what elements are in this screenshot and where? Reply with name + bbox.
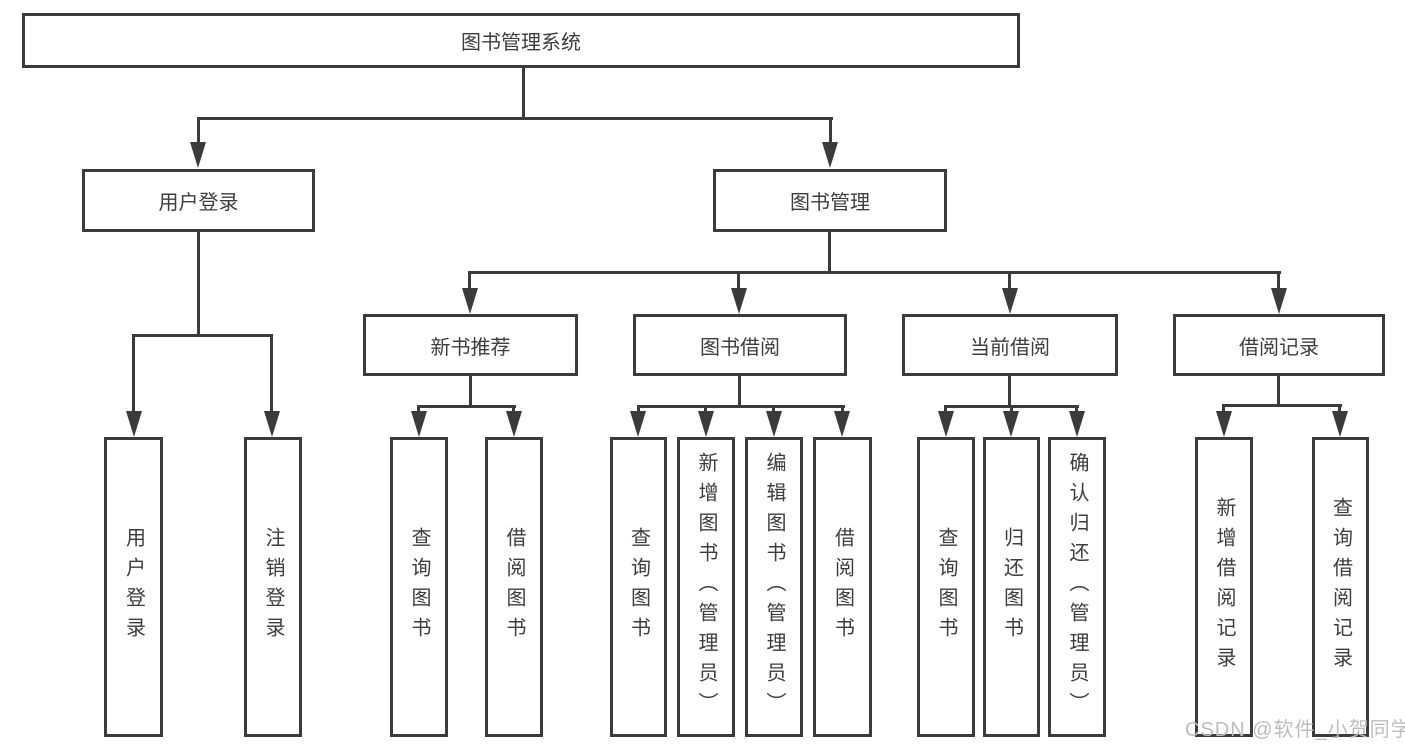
node-root: 图书管理系统 <box>22 13 1020 68</box>
connector-current-stem-3 <box>1075 405 1078 413</box>
arrowhead-current-query <box>938 411 954 437</box>
connector-book-stem-3 <box>1008 271 1011 288</box>
arrowhead-logout <box>264 411 280 437</box>
arrowhead-current-confirm <box>1069 411 1085 437</box>
leaf-borrow-edit-book-admin: 编辑图书（管理员） <box>745 437 803 737</box>
leaf-user-login: 用户登录 <box>104 437 163 737</box>
connector-user-stem-1 <box>132 334 135 412</box>
connector-current-stem <box>1008 376 1011 407</box>
node-book-management: 图书管理 <box>713 169 947 232</box>
connector-borrow-stem-4 <box>841 405 844 413</box>
arrowhead-record-add <box>1216 411 1232 437</box>
arrowhead-borrow-record <box>1271 288 1287 314</box>
connector-recommend-stem-2 <box>512 405 515 413</box>
arrowhead-recommend-query <box>411 411 427 437</box>
csdn-watermark: CSDN @软件_小贺同学 <box>1185 719 1405 741</box>
connector-l1-stem-right <box>829 117 832 143</box>
connector-book-stem <box>828 232 831 273</box>
connector-borrow-stem <box>738 376 741 407</box>
connector-current-stem-1 <box>944 405 947 413</box>
arrowhead-borrow-add <box>698 411 714 437</box>
connector-record-stem-2 <box>1338 404 1341 413</box>
leaf-recommend-borrow-book: 借阅图书 <box>485 437 543 737</box>
connector-user-stem-2 <box>270 334 273 412</box>
leaf-recommend-query-book: 查询图书 <box>390 437 448 737</box>
connector-book-stem-2 <box>737 271 740 288</box>
leaf-current-query-book: 查询图书 <box>917 437 975 737</box>
connector-book-rail <box>468 271 1281 274</box>
connector-user-rail <box>132 334 273 337</box>
leaf-borrow-add-book-admin: 新增图书（管理员） <box>677 437 735 737</box>
arrowhead-user-login <box>190 142 206 168</box>
connector-l1-stem-left <box>197 117 200 143</box>
connector-borrow-stem-3 <box>772 405 775 413</box>
arrowhead-new-book <box>462 288 478 314</box>
node-borrow-record: 借阅记录 <box>1173 314 1385 376</box>
arrowhead-book-borrow <box>731 288 747 314</box>
connector-l1-rail <box>197 117 833 120</box>
connector-borrow-stem-1 <box>637 405 640 413</box>
arrowhead-current-borrow <box>1002 288 1018 314</box>
leaf-current-confirm-return-admin: 确认归还（管理员） <box>1048 437 1106 737</box>
node-current-borrow: 当前借阅 <box>902 314 1118 376</box>
connector-borrow-stem-2 <box>704 405 707 413</box>
connector-current-stem-2 <box>1010 405 1013 413</box>
connector-root-stem <box>522 68 525 117</box>
connector-book-stem-4 <box>1277 271 1280 288</box>
arrowhead-borrow-borrow <box>834 411 850 437</box>
arrowhead-record-query <box>1332 411 1348 437</box>
connector-borrow-rail <box>637 405 845 408</box>
arrowhead-login <box>126 411 142 437</box>
arrowhead-borrow-edit <box>766 411 782 437</box>
leaf-borrow-borrow-book: 借阅图书 <box>813 437 872 737</box>
connector-record-stem-1 <box>1222 404 1225 413</box>
leaf-user-logout: 注销登录 <box>244 437 302 737</box>
connector-book-stem-1 <box>468 271 471 288</box>
connector-recommend-stem <box>469 376 472 407</box>
connector-recommend-stem-1 <box>417 405 420 413</box>
node-book-borrow: 图书借阅 <box>633 314 847 376</box>
leaf-record-add: 新增借阅记录 <box>1195 437 1253 737</box>
node-user-login: 用户登录 <box>82 169 315 232</box>
arrowhead-book-management <box>822 142 838 168</box>
connector-record-stem <box>1277 376 1280 407</box>
arrowhead-current-return <box>1003 411 1019 437</box>
arrowhead-recommend-borrow <box>506 411 522 437</box>
leaf-borrow-query-book: 查询图书 <box>610 437 667 737</box>
connector-user-stem <box>197 232 200 336</box>
node-new-book-recommend: 新书推荐 <box>363 314 578 376</box>
connector-recommend-rail <box>417 405 516 408</box>
leaf-current-return-book: 归还图书 <box>983 437 1040 737</box>
connector-record-rail <box>1222 404 1342 407</box>
leaf-record-query: 查询借阅记录 <box>1312 437 1369 737</box>
arrowhead-borrow-query <box>630 411 646 437</box>
